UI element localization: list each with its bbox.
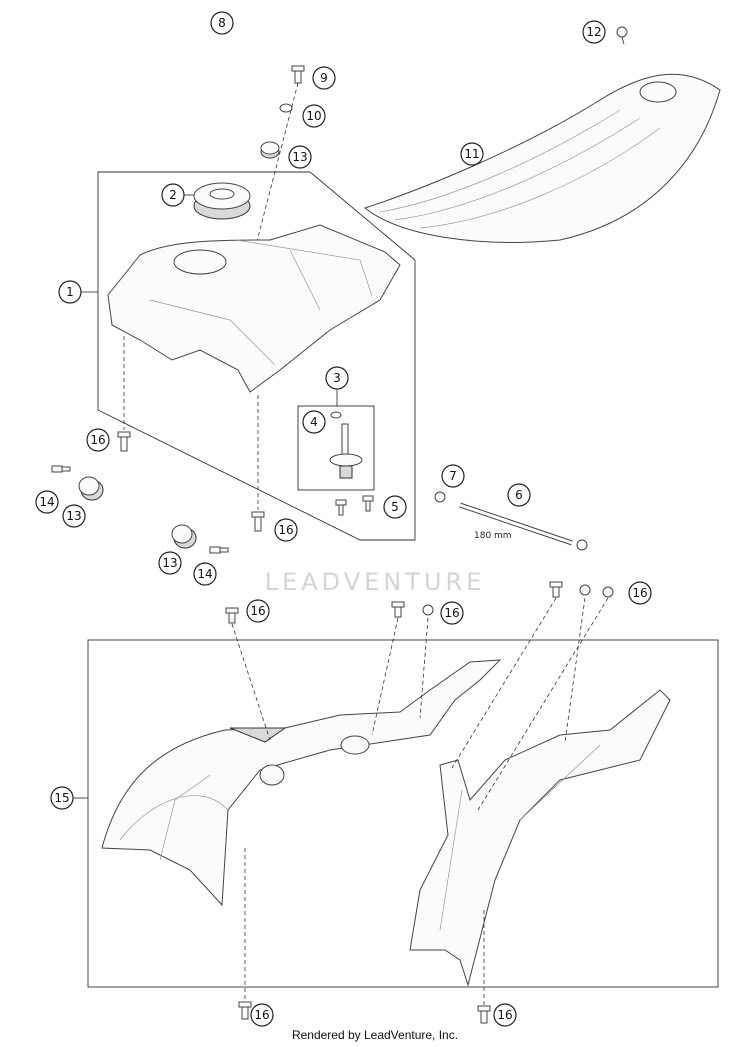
svg-text:1: 1 (66, 285, 74, 299)
footer-credit: Rendered by LeadVenture, Inc. (291, 1028, 459, 1042)
svg-text:4: 4 (310, 415, 318, 429)
leader-cover-16d (371, 617, 399, 736)
bolt-16f-part (238, 1001, 252, 1020)
callout-7: 7 (441, 464, 465, 488)
clamp-7b-part (576, 539, 588, 551)
leader-cover-16c (231, 623, 271, 741)
fuel-cap-part (193, 182, 251, 220)
leader-cover-16e (419, 617, 429, 719)
bolt-16g-part (477, 1005, 491, 1024)
dimension-label: 180 mm (474, 531, 512, 541)
fuel-tank-assembly-box (97, 171, 416, 541)
callout-13-bottom: 13 (158, 551, 182, 575)
svg-text:16: 16 (278, 523, 293, 537)
left-side-cover-part (101, 659, 502, 907)
svg-text:9: 9 (320, 71, 328, 85)
breather-tube-inner (459, 503, 573, 545)
callout-11: 11 (460, 142, 484, 166)
svg-text:16: 16 (444, 606, 459, 620)
seat-part (363, 73, 721, 243)
svg-text:11: 11 (464, 147, 479, 161)
screw-14a-part (51, 465, 71, 473)
side-covers-assembly-box (87, 639, 719, 988)
svg-text:10: 10 (306, 109, 321, 123)
svg-text:8: 8 (218, 16, 226, 30)
leader-cover-16h (451, 597, 557, 769)
clamp-7a-part (434, 491, 446, 503)
svg-text:13: 13 (66, 509, 81, 523)
fuel-tank-part (107, 224, 401, 393)
svg-text:5: 5 (391, 500, 399, 514)
callout-14-left: 14 (35, 490, 59, 514)
leader-cover-16i (564, 597, 586, 743)
callout-6: 6 (507, 483, 531, 507)
callout-2: 2 (161, 183, 185, 207)
callout-8: 8 (210, 11, 234, 35)
callout-16-tank-right: 16 (274, 518, 298, 542)
bolt-16h-part (549, 581, 563, 598)
right-side-cover-part (409, 689, 671, 987)
bolt-16a-part (117, 431, 131, 452)
nut-16i-part (579, 584, 591, 596)
fuel-tap-part (329, 411, 363, 479)
nut-16j-part (602, 586, 614, 598)
screw-5b-part (362, 495, 374, 512)
fuel-tap-assembly-box (297, 405, 375, 491)
callout-16-cover-right: 16 (628, 581, 652, 605)
callout-15: 15 (50, 786, 74, 810)
svg-text:2: 2 (169, 188, 177, 202)
svg-text:12: 12 (586, 25, 601, 39)
callout-10: 10 (302, 104, 326, 128)
callout-16-cover-middle: 16 (440, 601, 464, 625)
callout-13-left: 13 (62, 504, 86, 528)
callout-14-bottom: 14 (193, 562, 217, 586)
svg-text:7: 7 (449, 469, 457, 483)
screw-5a-part (335, 499, 347, 516)
callout-13-top: 13 (288, 145, 312, 169)
callout-16-tank-left: 16 (86, 428, 110, 452)
callout-16-bottom-right: 16 (493, 1003, 517, 1027)
svg-text:16: 16 (90, 433, 105, 447)
nut-16e-part (422, 604, 434, 616)
grommet-13b-part (78, 476, 104, 501)
callout-16-bottom-left: 16 (250, 1003, 274, 1027)
callout-1: 1 (58, 280, 82, 304)
fuel-hose-inner (155, 55, 251, 139)
screw-9-part (291, 65, 305, 84)
callout-12: 12 (582, 20, 606, 44)
svg-text:16: 16 (632, 586, 647, 600)
bolt-16d-part (391, 601, 405, 618)
svg-text:13: 13 (162, 556, 177, 570)
leader-9-13 (249, 82, 299, 269)
washer-10-part (279, 103, 293, 113)
bolt-16c-part (225, 607, 239, 624)
bolt-16b-part (251, 511, 265, 532)
callout-9: 9 (312, 66, 336, 90)
grommet-13a-part (260, 141, 280, 159)
nut-12-part (616, 26, 628, 45)
screw-14b-part (209, 546, 229, 554)
callout-4: 4 (302, 410, 326, 434)
svg-text:16: 16 (250, 604, 265, 618)
svg-text:6: 6 (515, 488, 523, 502)
svg-text:14: 14 (39, 495, 54, 509)
watermark: LEADVENTURE (265, 568, 486, 596)
svg-text:3: 3 (333, 371, 341, 385)
svg-text:14: 14 (197, 567, 212, 581)
callout-3: 3 (325, 366, 349, 390)
svg-text:16: 16 (497, 1008, 512, 1022)
callout-5: 5 (383, 495, 407, 519)
svg-text:15: 15 (54, 791, 69, 805)
grommet-13c-part (171, 524, 197, 549)
svg-text:16: 16 (254, 1008, 269, 1022)
callout-16-cover-left: 16 (246, 599, 270, 623)
svg-text:13: 13 (292, 150, 307, 164)
